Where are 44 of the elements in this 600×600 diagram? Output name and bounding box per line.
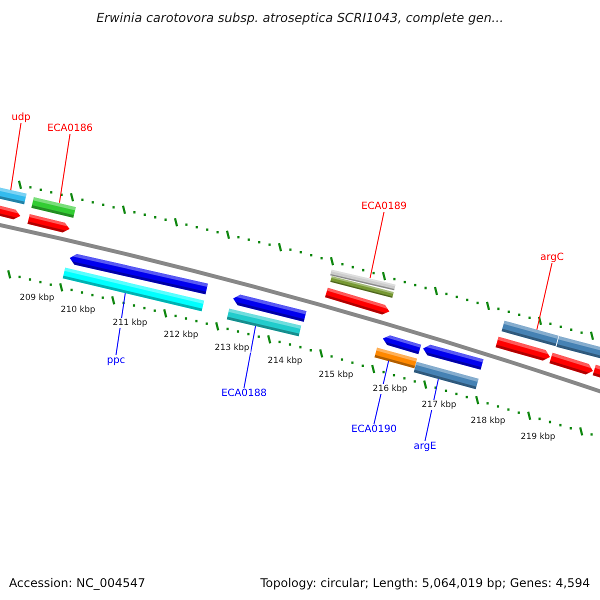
position-label: 211 kbp (112, 318, 148, 328)
gene-feature (496, 336, 552, 362)
gene-bar (0, 186, 26, 204)
gene-label: ECA0189 (361, 201, 407, 212)
gene-bar (32, 196, 76, 218)
gene-bar (226, 308, 302, 336)
gene-bar (330, 276, 394, 298)
position-label: 209 kbp (18, 293, 56, 303)
gene-label: ECA0188 (221, 388, 267, 399)
position-label: 215 kbp (318, 370, 354, 380)
gene-feature (68, 252, 208, 294)
gene-label: argC (540, 252, 564, 263)
position-label: 216 kbp (372, 384, 408, 394)
gene-bar (374, 347, 418, 368)
gene-label: ECA0186 (47, 123, 93, 134)
position-label: 210 kbp (60, 305, 96, 315)
gene-feature (232, 292, 306, 322)
position-label: 214 kbp (266, 356, 304, 366)
leader-line (58, 134, 70, 204)
gene-bar (330, 269, 396, 290)
position-label: 212 kbp (162, 330, 200, 340)
gene-label: argE (414, 441, 436, 452)
gene-bar (502, 320, 558, 346)
leader-line (244, 326, 256, 388)
leader-line (370, 212, 384, 279)
gene-label: ECA0190 (351, 424, 397, 435)
gene-label: udp (11, 112, 31, 123)
title: Erwinia carotovora subsp. atroseptica SCRI1043, complete gen... (96, 10, 504, 25)
leader-line (10, 122, 22, 191)
gene-feature (324, 287, 390, 316)
gene-feature (28, 214, 72, 234)
position-label: 218 kbp (470, 416, 506, 426)
leader-line (536, 262, 552, 330)
position-label: 213 kbp (214, 343, 250, 353)
gene-feature (382, 333, 422, 354)
gene-bar (414, 362, 478, 390)
accession-text: Accession: NC_004547 (9, 576, 146, 590)
position-label: 217 kbp (420, 400, 458, 410)
gene-feature (422, 342, 484, 370)
gene-label: ppc (106, 355, 126, 366)
gene-bar (556, 336, 600, 358)
position-label: 219 kbp (520, 432, 556, 442)
gene-feature (0, 205, 22, 221)
genome-stats-text: Topology: circular; Length: 5,064,019 bp; Genes: 4,594 (260, 576, 590, 590)
